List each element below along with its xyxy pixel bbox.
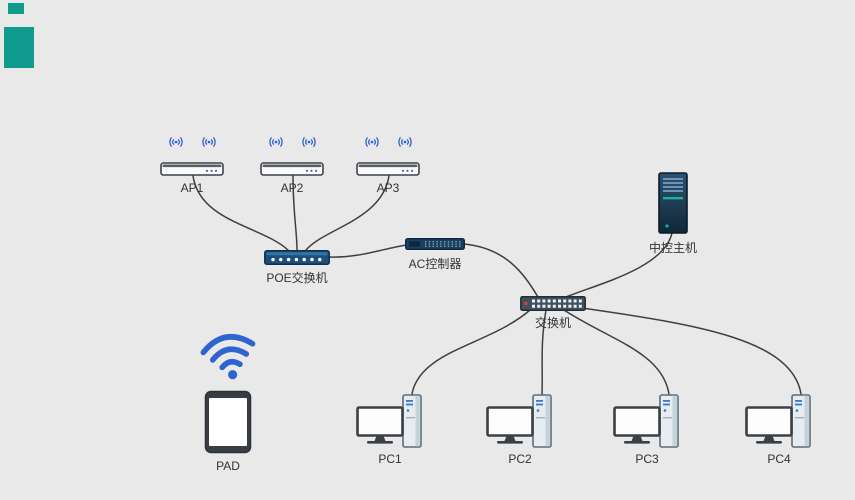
edge-ap3-poe xyxy=(305,175,390,251)
wifi-antenna-icon xyxy=(397,134,413,150)
node-ap2: AP2 xyxy=(260,134,324,195)
node-ap3: AP3 xyxy=(356,134,420,195)
edge-switch-pc2 xyxy=(541,309,547,395)
node-pc3: PC3 xyxy=(613,394,681,466)
ac-controller-label: AC控制器 xyxy=(408,257,462,271)
node-pad: PAD xyxy=(204,390,252,473)
access-point-device xyxy=(260,162,324,176)
ap3-label: AP3 xyxy=(376,181,400,195)
pc-tower-device xyxy=(659,394,679,448)
pc4-label: PC4 xyxy=(767,452,791,466)
pad-label: PAD xyxy=(216,459,240,473)
pc-tower-device xyxy=(402,394,422,448)
pc3-label: PC3 xyxy=(635,452,659,466)
edge-ac-switch xyxy=(463,243,539,298)
pc-tower-device xyxy=(791,394,811,448)
edge-ap2-poe xyxy=(292,175,298,251)
edge-ap1-poe xyxy=(192,175,289,251)
pc-tower-device xyxy=(532,394,552,448)
wifi-antenna-icon xyxy=(364,134,380,150)
edge-host-switch xyxy=(565,232,673,298)
poe-switch-label: POE交换机 xyxy=(266,271,328,285)
ac-controller-device xyxy=(405,238,465,250)
wifi-antenna-icon xyxy=(201,134,217,150)
ap2-antennas xyxy=(268,134,317,150)
access-point-device xyxy=(356,162,420,176)
wifi-antenna-icon xyxy=(301,134,317,150)
edge-switch-pc1 xyxy=(411,309,531,395)
wifi-antenna-icon xyxy=(268,134,284,150)
edge-switch-pc3 xyxy=(563,309,670,395)
edge-switch-pc4 xyxy=(581,307,802,395)
ap1-antennas xyxy=(168,134,217,150)
node-pc1: PC1 xyxy=(356,394,424,466)
wifi-antenna-icon xyxy=(168,134,184,150)
tablet-device xyxy=(204,390,252,454)
decoration-large xyxy=(4,27,34,68)
pc-monitor-device xyxy=(613,406,661,446)
ap1-label: AP1 xyxy=(180,181,204,195)
node-pc4: PC4 xyxy=(745,394,813,466)
node-ap1: AP1 xyxy=(160,134,224,195)
ap3-antennas xyxy=(364,134,413,150)
pc-monitor-device xyxy=(745,406,793,446)
edge-poe-ac xyxy=(328,244,407,258)
node-ac-controller: AC控制器 xyxy=(405,238,465,272)
central-host-label: 中控主机 xyxy=(649,241,698,255)
server-tower-device xyxy=(658,172,688,234)
pc2-label: PC2 xyxy=(508,452,532,466)
node-lan-switch: 交换机 xyxy=(520,296,586,331)
lan-switch-label: 交换机 xyxy=(534,316,571,330)
poe-switch-device xyxy=(264,250,330,265)
pc1-label: PC1 xyxy=(378,452,402,466)
lan-switch-device xyxy=(520,296,586,311)
node-poe-switch: POE交换机 xyxy=(264,250,330,286)
pc-monitor-device xyxy=(486,406,534,446)
node-pc2: PC2 xyxy=(486,394,554,466)
node-central-host: 中控主机 xyxy=(649,172,697,256)
pc-monitor-device xyxy=(356,406,404,446)
access-point-device xyxy=(160,162,224,176)
ap2-label: AP2 xyxy=(280,181,304,195)
decoration-small xyxy=(8,3,24,14)
